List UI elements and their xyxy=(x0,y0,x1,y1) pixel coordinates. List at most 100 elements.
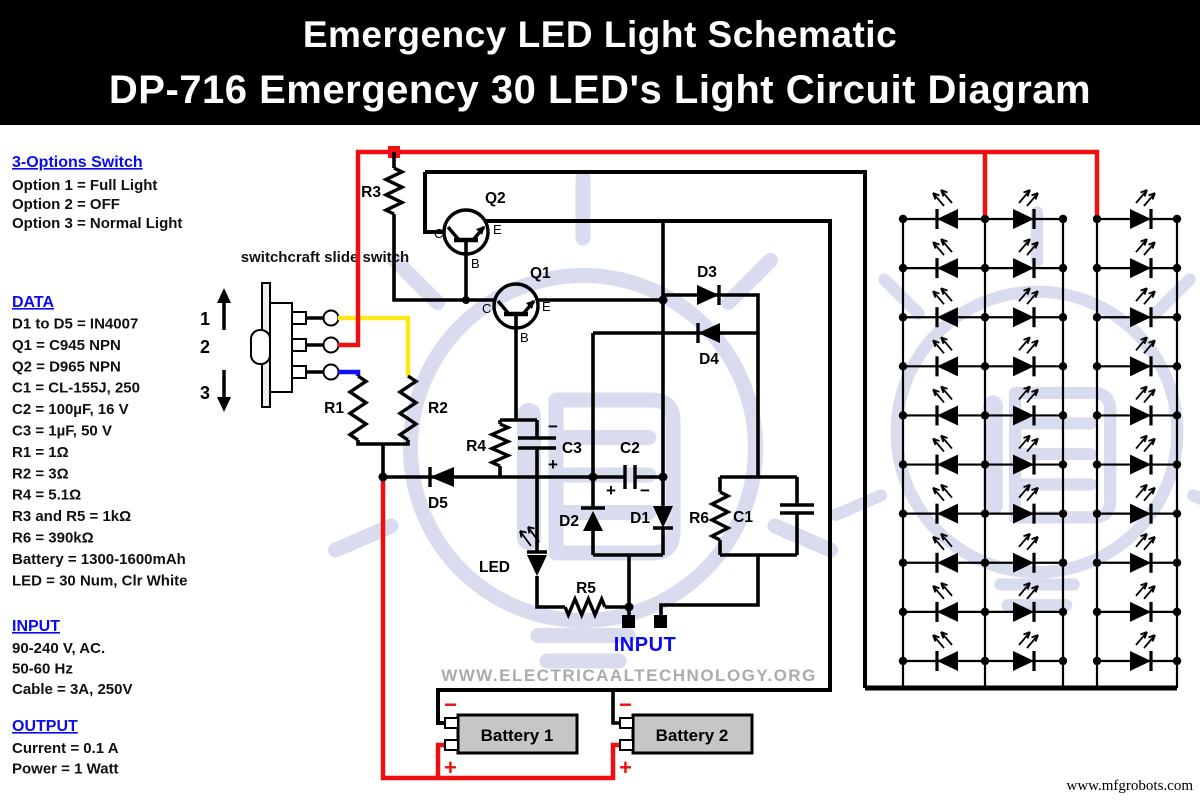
transistor-q1: Q1 C E B xyxy=(482,265,551,345)
title-background xyxy=(0,0,1200,125)
input-terminal-left[interactable] xyxy=(622,615,635,628)
array-led xyxy=(1011,188,1040,231)
diode-d3-label: D3 xyxy=(697,264,717,281)
array-led xyxy=(1128,237,1157,280)
battery-2: Battery 2 − + xyxy=(619,692,754,780)
junction-dot xyxy=(1092,460,1102,469)
junction-dot xyxy=(1092,313,1102,322)
junction-dot xyxy=(898,656,908,666)
capacitor-c1: C1 xyxy=(733,503,814,526)
junction-dot xyxy=(898,362,908,371)
c3-plus-sign: + xyxy=(548,455,558,474)
input-section: INPUT xyxy=(614,615,676,656)
resistor-r4-label: R4 xyxy=(466,438,486,455)
switch-knob[interactable] xyxy=(250,329,271,365)
c2-plus-sign: + xyxy=(606,481,616,500)
wire-collector-rail xyxy=(425,170,867,688)
junction-dot xyxy=(1092,558,1102,567)
watermark-site: WWW.ELECTRICAALTECHNOLOGY.ORG xyxy=(441,666,817,685)
q1-base-pin: B xyxy=(520,330,529,345)
input-terminal-right[interactable] xyxy=(654,615,667,628)
battery-2-label: Battery 2 xyxy=(656,726,729,745)
batteries: Battery 1 − + Battery 2 − + xyxy=(444,692,754,780)
components: R3 R1 R2 R4 R5 R6 C3 − + C xyxy=(324,166,814,620)
wire-q1-base xyxy=(500,314,537,422)
array-led xyxy=(1128,188,1157,231)
junction-dot xyxy=(1172,313,1182,322)
battery-1-minus: − xyxy=(444,692,457,717)
resistor-r5: R5 xyxy=(563,580,607,620)
data-spec-line: Battery = 1300-1600mAh xyxy=(12,551,186,568)
junction-dot xyxy=(1172,362,1182,371)
junction-dot xyxy=(1092,411,1102,420)
diode-d1-label: D1 xyxy=(630,510,650,527)
capacitor-c1-label: C1 xyxy=(733,509,753,526)
switch-body xyxy=(269,302,293,393)
diode-d4: D4 xyxy=(696,323,720,368)
switch-down-arrow xyxy=(217,370,231,412)
resistor-r4: R4 xyxy=(466,422,513,468)
junction-dot xyxy=(1092,263,1102,273)
c3-minus-sign: − xyxy=(548,417,558,436)
junction-dot xyxy=(980,411,990,420)
sidebar-switch-header: 3-Options Switch xyxy=(12,154,143,171)
switch-option: Option 3 = Normal Light xyxy=(12,215,182,232)
array-led xyxy=(1128,630,1157,673)
junction-dot xyxy=(1172,558,1182,567)
data-spec-line: C2 = 100µF, 16 V xyxy=(12,401,129,418)
capacitor-c3: C3 − + xyxy=(518,417,582,474)
junction-dot xyxy=(1058,607,1068,617)
resistor-r6-label: R6 xyxy=(689,510,709,527)
wire-r3-base xyxy=(392,152,495,302)
wire-blue xyxy=(338,369,361,376)
wire-red-positive xyxy=(338,149,1100,348)
wires-colored xyxy=(338,146,1100,781)
wire-d3-branch xyxy=(663,293,760,477)
junction-dot xyxy=(980,313,990,322)
data-spec-line: Q2 = D965 NPN xyxy=(12,358,121,375)
junction-dot xyxy=(980,460,990,469)
wire-red-battery1 xyxy=(435,742,446,778)
array-led xyxy=(931,335,960,378)
data-spec-line: D1 to D5 = IN4007 xyxy=(12,316,138,333)
junction-dot xyxy=(898,460,908,469)
q2-collector-pin: C xyxy=(434,226,443,241)
wire-input-right xyxy=(659,555,760,615)
wire-r6c1-box xyxy=(718,475,799,557)
capacitor-c3-label: C3 xyxy=(562,440,582,457)
junction-dot xyxy=(1058,460,1068,469)
junction-dot xyxy=(980,362,990,371)
resistor-r1: R1 xyxy=(324,374,370,442)
sidebar-data-header: DATA xyxy=(12,294,55,311)
junction-dot xyxy=(1172,607,1182,617)
junction-dot xyxy=(898,411,908,420)
diode-d5: D5 xyxy=(428,467,454,512)
diode-d2: D2 xyxy=(559,506,605,531)
battery-2-plus: + xyxy=(619,755,632,780)
q2-emitter-pin: E xyxy=(493,222,502,237)
diode-d3: D3 xyxy=(697,264,721,305)
junction-dot xyxy=(1092,509,1102,518)
array-led xyxy=(931,384,960,428)
input-spec-line: 50-60 Hz xyxy=(12,661,73,678)
switch-position-2: 2 xyxy=(200,337,210,357)
slide-switch: switchcraft slide switch 1 2 3 xyxy=(200,249,409,412)
switch-position-3: 3 xyxy=(200,383,210,403)
battery-2-minus: − xyxy=(619,692,632,717)
data-spec-line: C3 = 1µF, 50 V xyxy=(12,423,112,440)
wire-emitter-negative-rail xyxy=(436,219,832,725)
array-led xyxy=(1011,335,1040,378)
input-spec-line: Cable = 3A, 250V xyxy=(12,681,132,698)
wire-red-battery xyxy=(380,477,621,781)
junction-dot xyxy=(1092,607,1102,617)
output-spec-line: Current = 0.1 A xyxy=(12,740,119,757)
diode-d1: D1 xyxy=(630,506,673,530)
junction-dot xyxy=(1092,362,1102,371)
switch-label: switchcraft slide switch xyxy=(241,249,409,266)
